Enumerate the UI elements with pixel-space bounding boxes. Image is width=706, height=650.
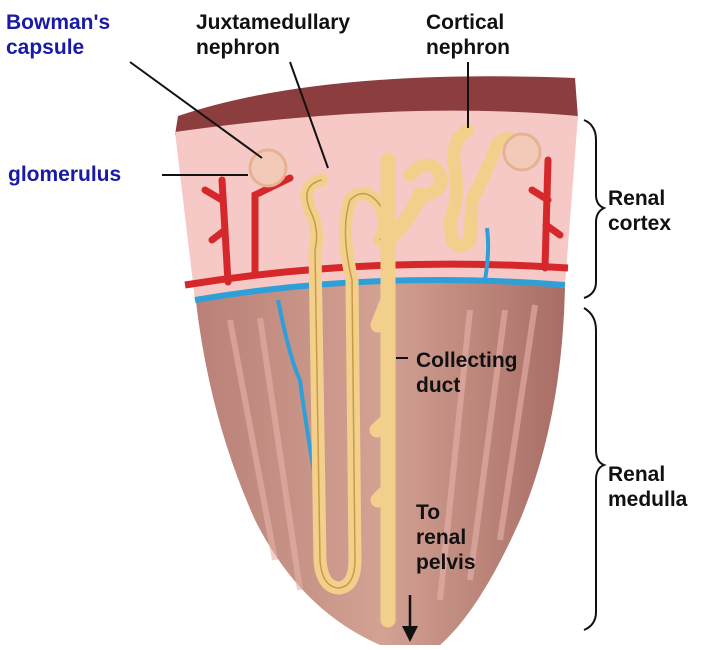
to-renal-pelvis-label: To renal pelvis [416, 500, 476, 575]
cortical-nephron-label: Cortical nephron [426, 10, 510, 60]
bowmans-capsule-label: Bowman's capsule [6, 10, 110, 60]
glomerulus-label: glomerulus [8, 162, 121, 187]
juxtamedullary-nephron-label: Juxtamedullary nephron [196, 10, 350, 60]
region-braces [584, 120, 604, 630]
renal-medulla-label: Renal medulla [608, 462, 687, 512]
collecting-duct-label: Collecting duct [416, 348, 518, 398]
renal-cortex-label: Renal cortex [608, 186, 671, 236]
